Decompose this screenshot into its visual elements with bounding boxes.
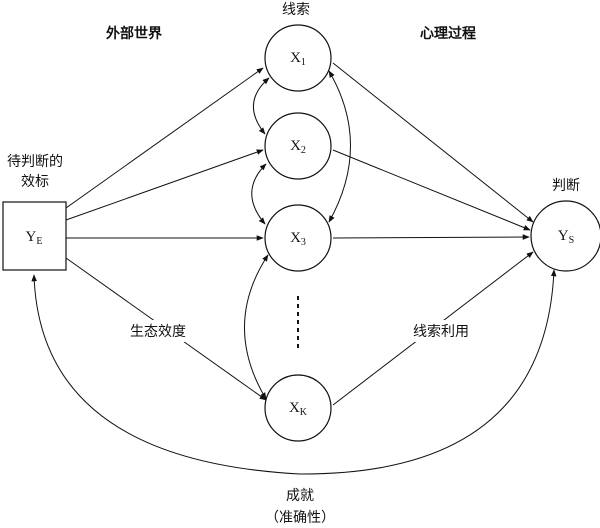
judgment-node-label: YS [558, 228, 574, 246]
arrow-ye-to-x1 [65, 67, 264, 209]
cue-utilization-label: 线索利用 [413, 323, 469, 340]
arrow-ye-to-x2 [65, 149, 264, 221]
achievement-label-line2: （准确性） [265, 510, 335, 526]
arc-x1-x3 [328, 70, 351, 223]
arc-x3-xk [244, 254, 269, 400]
arc-x1-x2 [252, 77, 270, 135]
criterion-node-label: YE [26, 229, 43, 247]
ecological-validity-label: 生态效度 [130, 324, 186, 340]
cue-node-x1 [264, 24, 332, 92]
judgment-node [530, 200, 600, 272]
criterion-box [2, 201, 67, 271]
arrow-x3-to-ys [332, 234, 530, 240]
cue-node-x3-label: X3 [290, 230, 306, 248]
arc-achievement [31, 269, 557, 475]
judgment-label: 判断 [552, 178, 580, 194]
cue-node-x2-label: X2 [290, 138, 306, 156]
arrow-x1-to-ys [332, 62, 534, 223]
cue-node-xk-label: XK [289, 400, 308, 418]
ecological-validity-label-bg [122, 320, 194, 342]
header-psychological-process: 心理过程 [420, 25, 476, 42]
criterion-label-line1: 待判断的 [7, 154, 63, 170]
arrow-x2-to-ys [332, 149, 531, 231]
cue-node-xk [264, 374, 332, 442]
header-cues: 线索 [282, 1, 310, 18]
criterion-label-line2: 效标 [21, 174, 49, 190]
achievement-label-line1: 成就 [286, 488, 314, 504]
arc-x2-x3 [251, 163, 267, 225]
cue-node-x1-label: X1 [290, 50, 306, 68]
cue-utilization-label-bg [404, 320, 478, 342]
header-external-world: 外部世界 [106, 25, 163, 42]
